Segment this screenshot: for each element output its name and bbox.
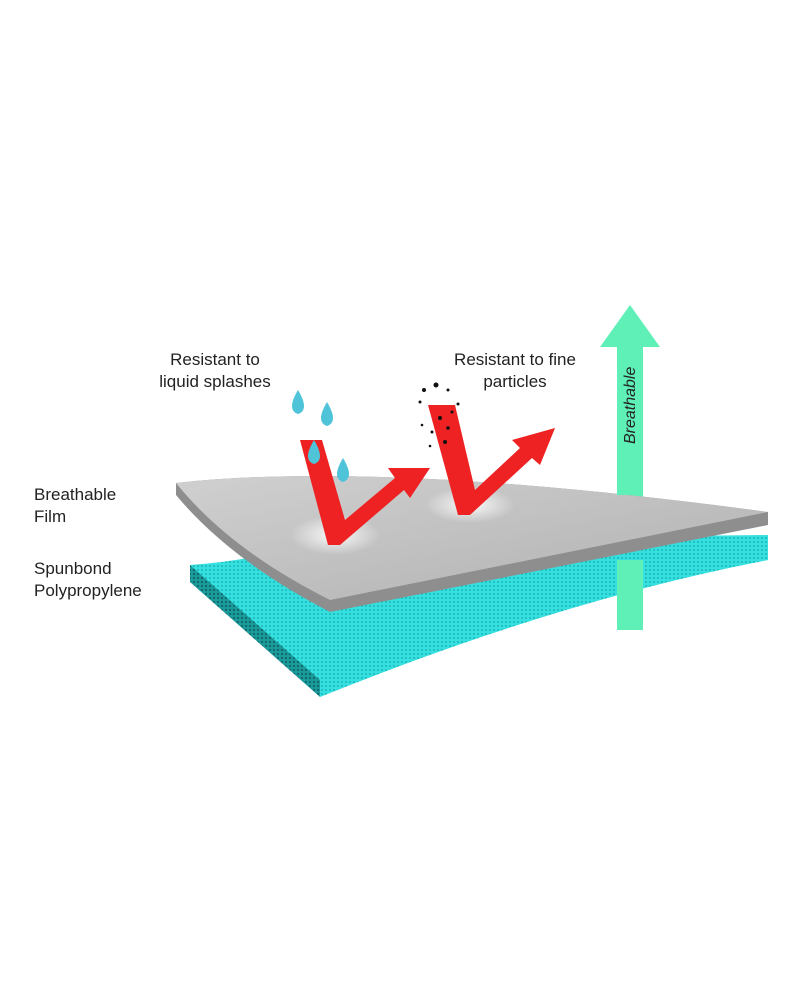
label-line: Film [34,507,67,526]
label-line: Resistant to fine [454,350,576,369]
label-line: particles [483,372,547,391]
breathable-arrow-top [617,345,643,495]
label-line: Polypropylene [34,581,142,600]
red-deflect-arrow-particles [428,405,555,515]
red-deflect-arrow-liquid [300,440,430,545]
label-line: Resistant to [170,350,260,369]
label-fine-particles: Resistant to fine particles [435,349,595,393]
fine-particles [418,382,460,448]
breathable-arrow-shaft [617,560,643,630]
label-breathable: Breathable [622,366,639,444]
label-line: Breathable [34,485,117,504]
label-spunbond-polypropylene: Spunbond Polypropylene [34,558,142,602]
label-line: Spunbond [34,559,112,578]
label-line: liquid splashes [159,372,271,391]
liquid-droplets [292,390,349,482]
label-liquid-splashes: Resistant to liquid splashes [140,349,290,393]
label-breathable-film: Breathable Film [34,484,116,528]
